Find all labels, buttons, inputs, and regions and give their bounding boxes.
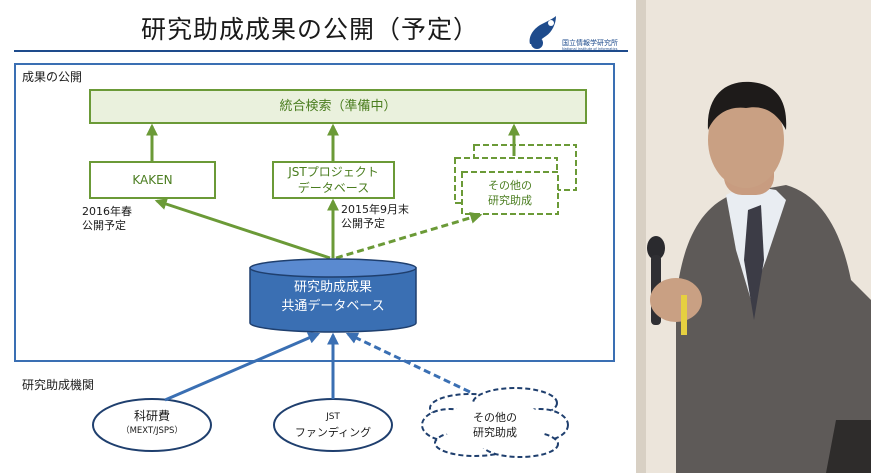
jst-db-label: JSTプロジェクト データベース	[273, 162, 394, 198]
kaken-label: KAKEN	[132, 173, 173, 187]
presentation-slide: 研究助成成果の公開（予定） 国立情報学研究所 National Institut…	[14, 15, 628, 458]
other-funders-cloud	[421, 387, 569, 458]
logo-text: 国立情報学研究所	[562, 39, 618, 47]
jst-release-note: 2015年9月末 公開予定	[341, 203, 409, 231]
other-funders-label-line1: その他の	[473, 411, 517, 424]
database-label: 研究助成成果 共通データベース	[250, 278, 416, 316]
database-label-line2: 共通データベース	[281, 299, 385, 314]
database-label-line1: 研究助成成果	[293, 280, 372, 295]
jst-release-note-line2: 公開予定	[341, 217, 385, 230]
arrow-db-other	[335, 211, 483, 260]
title-underline	[14, 50, 628, 52]
arrow-kakenhi-db	[164, 332, 321, 402]
common-database-cylinder	[249, 258, 417, 333]
jst-db-label-line2: データベース	[297, 181, 370, 195]
other-grants-stack-front	[461, 171, 559, 215]
other-grants-label-line2: 研究助成	[488, 194, 532, 207]
logo-subtext: National Institute of Informatics	[562, 47, 618, 51]
integrated-search-label: 統合検索（準備中）	[279, 98, 397, 114]
jst-release-note-line1: 2015年9月末	[341, 203, 409, 216]
arrow-db-kaken	[154, 198, 331, 260]
kaken-release-note-line1: 2016年春	[82, 205, 132, 218]
kakenhi-label-main: 科研費	[133, 409, 170, 423]
kakenhi-label: 科研費 （MEXT/JSPS）	[93, 409, 211, 439]
kaken-box	[89, 161, 216, 199]
outputs-frame	[14, 63, 615, 362]
nii-logo-icon	[529, 16, 556, 49]
kakenhi-label-sub: （MEXT/JSPS）	[121, 426, 183, 436]
other-funders-label: その他の 研究助成	[445, 410, 545, 440]
speaker-photo	[636, 0, 871, 473]
jst-db-label-line1: JSTプロジェクト	[288, 165, 379, 179]
integrated-search-box	[89, 89, 587, 124]
other-grants-label: その他の 研究助成	[462, 172, 558, 214]
jst-db-box	[272, 161, 395, 199]
flow-diagram	[14, 63, 615, 458]
jst-funding-label: JST ファンディング	[274, 410, 392, 440]
kakenhi-oval	[92, 398, 212, 452]
arrow-other-funders-db	[345, 332, 471, 394]
outputs-section-label: 成果の公開	[22, 70, 83, 84]
other-funders-label-line2: 研究助成	[473, 426, 517, 439]
slide-title: 研究助成成果の公開（予定）	[140, 15, 479, 44]
kaken-release-note-line2: 公開予定	[82, 219, 126, 232]
other-grants-label-line1: その他の	[488, 179, 532, 192]
jst-funding-label-line1: JST	[326, 412, 340, 422]
kaken-release-note: 2016年春 公開予定	[82, 205, 132, 233]
funders-section-label: 研究助成機関	[22, 378, 95, 392]
jst-funding-label-line2: ファンディング	[294, 426, 372, 439]
